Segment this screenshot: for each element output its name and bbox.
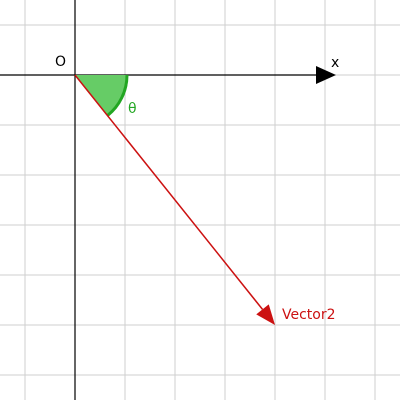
angle-arc (106, 74, 129, 117)
angle-label: θ (128, 101, 137, 117)
vector-line (74, 74, 264, 310)
angle-sector (75, 75, 127, 116)
vector-arrowhead (256, 304, 275, 325)
x-axis-arrowhead (316, 66, 336, 84)
vector-label: Vector2 (282, 307, 336, 323)
x-axis-label: x (331, 55, 339, 71)
origin-label: O (55, 54, 66, 70)
